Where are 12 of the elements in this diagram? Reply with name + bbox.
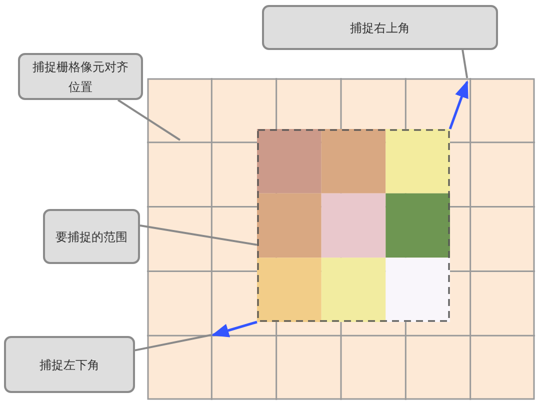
pixel-grid bbox=[147, 78, 535, 400]
leader-line bbox=[134, 334, 212, 352]
capture-range bbox=[257, 129, 450, 322]
arrow bbox=[448, 80, 468, 130]
leader-line bbox=[140, 224, 258, 246]
callout-bubble: 捕捉右上角 bbox=[262, 5, 498, 50]
leader-line bbox=[462, 50, 468, 78]
leader-line bbox=[117, 99, 181, 141]
arrow bbox=[211, 320, 258, 338]
callout-bubble: 要捕捉的范围 bbox=[43, 209, 140, 264]
callout-bubble: 捕捉栅格像元对齐位置 bbox=[18, 53, 143, 100]
callout-bubble: 捕捉左下角 bbox=[4, 336, 135, 393]
